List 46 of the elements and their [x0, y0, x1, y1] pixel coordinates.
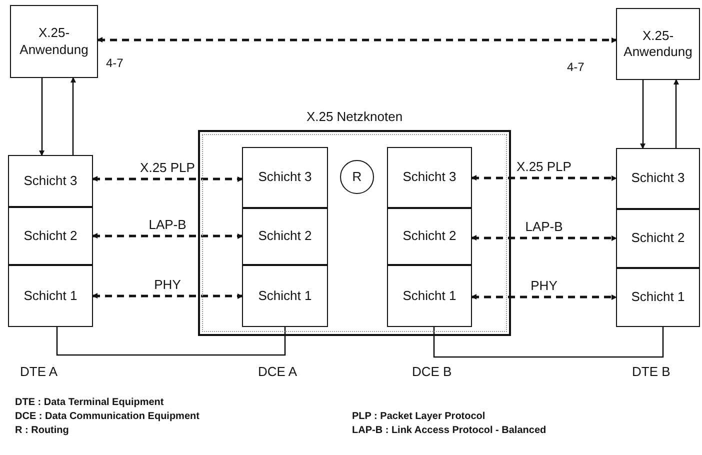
- abbreviation-note: R : Routing: [15, 425, 69, 436]
- layer-range-label: 4-7: [106, 56, 124, 70]
- layer-box: Schicht 2: [8, 207, 93, 265]
- abbreviation-note: DCE : Data Communication Equipment: [15, 411, 200, 422]
- dashed-arrow: [97, 37, 617, 43]
- dashed-arrow: [471, 235, 617, 241]
- abbreviation-note: LAP-B : Link Access Protocol - Balanced: [352, 425, 546, 436]
- arrow: [39, 78, 44, 156]
- layer-box: Schicht 1: [8, 265, 93, 327]
- abbreviation-note: PLP : Packet Layer Protocol: [352, 411, 486, 422]
- layer-box: Schicht 1: [387, 265, 472, 327]
- station-label: DCE B: [412, 364, 452, 379]
- layer-box: Schicht 2: [616, 209, 700, 268]
- dashed-arrow: [92, 293, 243, 299]
- layer-box: X.25- Anwendung: [10, 5, 98, 78]
- station-label: DTE A: [20, 364, 58, 379]
- dashed-arrow: [92, 176, 243, 182]
- layer-box: Schicht 1: [242, 265, 328, 327]
- station-label: DCE A: [258, 364, 298, 379]
- edge-label: LAP-B: [146, 217, 188, 232]
- connector-line: [56, 327, 286, 356]
- abbreviation-note: DTE : Data Terminal Equipment: [15, 397, 164, 408]
- station-label: DTE B: [632, 364, 670, 379]
- layer-box: Schicht 1: [616, 268, 700, 327]
- layer-box: Schicht 2: [242, 208, 328, 265]
- connector-line: [433, 327, 664, 358]
- arrow: [70, 77, 76, 155]
- edge-label: PHY: [528, 278, 560, 293]
- edge-label: LAP-B: [523, 219, 565, 234]
- layer-box: Schicht 3: [242, 147, 328, 208]
- arrow: [674, 79, 679, 148]
- layer-range-label: 4-7: [567, 60, 584, 74]
- routing-circle: R: [340, 160, 374, 194]
- dashed-arrow: [471, 175, 617, 181]
- dashed-arrow: [471, 294, 617, 300]
- dashed-arrow: [92, 233, 243, 239]
- edge-label: PHY: [152, 277, 183, 292]
- layer-box: Schicht 2: [387, 208, 472, 265]
- layer-box: Schicht 3: [616, 148, 700, 209]
- edge-label: X.25 PLP: [514, 159, 574, 174]
- layer-box: X.25- Anwendung: [616, 8, 700, 80]
- layer-box: Schicht 3: [387, 147, 472, 208]
- arrow: [640, 80, 646, 149]
- layer-box: Schicht 3: [8, 155, 93, 207]
- edge-label: X.25 PLP: [138, 160, 197, 175]
- node-heading: X.25 Netzknoten: [305, 108, 404, 126]
